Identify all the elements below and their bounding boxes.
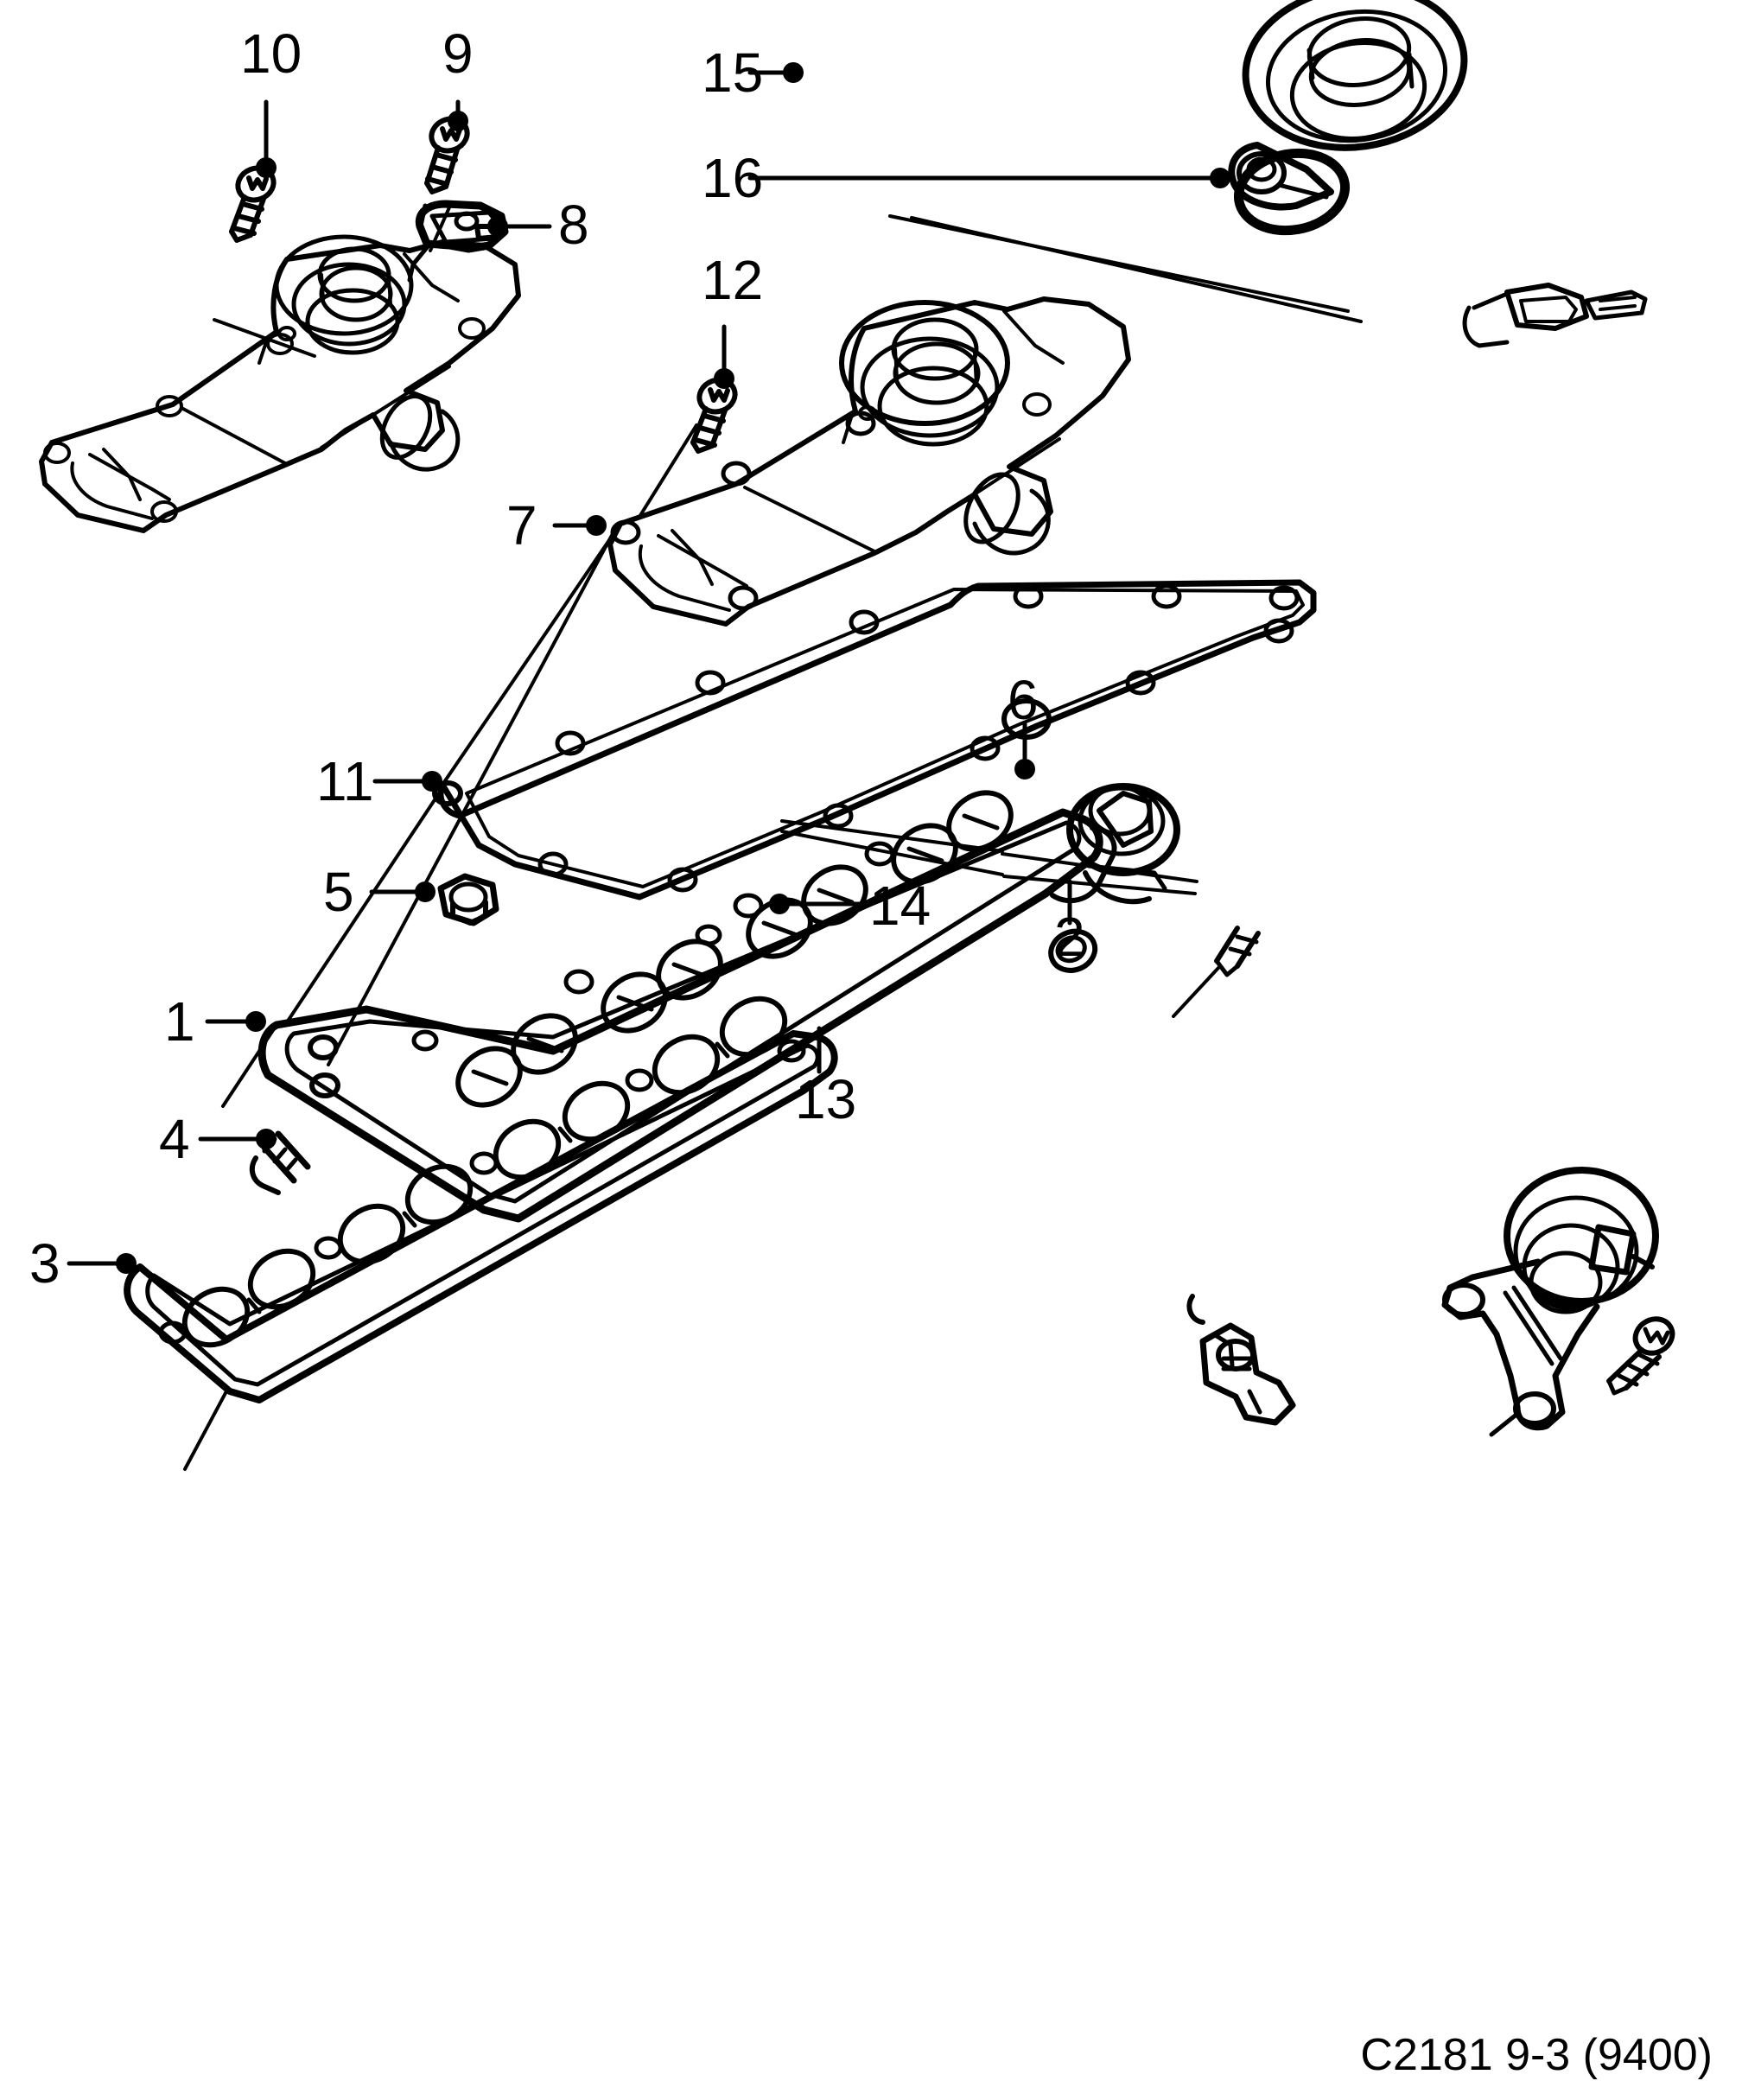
part-oring-16 <box>1233 148 1351 236</box>
callout-label-15: 15 <box>702 41 764 104</box>
callout-label-1: 1 <box>164 990 195 1053</box>
callout-label-11: 11 <box>316 750 374 812</box>
part-intake-manifold-left <box>39 234 521 533</box>
part-egr-bracket-6 <box>1441 1167 1659 1437</box>
callout-label-7: 7 <box>506 494 537 557</box>
leader-16 <box>747 168 1230 188</box>
part-hex-nut-5 <box>437 873 499 926</box>
callout-label-12: 12 <box>702 249 764 311</box>
callout-label-8: 8 <box>558 194 589 256</box>
callout-label-14: 14 <box>869 875 931 937</box>
part-egr-valve-15 <box>1228 0 1468 211</box>
part-gasket-plate-1 <box>257 783 1180 1223</box>
callout-label-5: 5 <box>323 861 354 923</box>
part-bolt-12 <box>690 377 738 454</box>
callout-label-3: 3 <box>29 1232 60 1295</box>
leader-3 <box>67 1253 137 1274</box>
callout-label-9: 9 <box>442 22 474 85</box>
callout-label-2: 2 <box>1054 906 1085 968</box>
part-bolt-2 <box>1606 1316 1675 1396</box>
part-bolt-10 <box>229 165 277 243</box>
part-stud-bolt-4 <box>249 1130 311 1195</box>
callout-label-10: 10 <box>240 22 302 85</box>
leader-15 <box>747 62 804 83</box>
callout-label-16: 16 <box>702 147 764 209</box>
callout-label-13: 13 <box>795 1068 857 1130</box>
part-mounting-bracket-13 <box>1186 1294 1296 1426</box>
callout-label-4: 4 <box>159 1108 190 1170</box>
leader-7 <box>552 515 607 536</box>
callout-label-6: 6 <box>1008 669 1039 731</box>
part-bolt-14 <box>1048 926 1261 1018</box>
part-manifold-gasket-11 <box>432 579 1317 900</box>
assembly-guide-lines <box>283 214 1363 1066</box>
leader-10 <box>213 99 316 358</box>
part-intake-manifold-7 <box>607 283 1648 627</box>
diagram-caption: C2181 9-3 (9400) <box>1360 2030 1713 2080</box>
part-bolt-9 <box>424 116 470 194</box>
leader-11 <box>372 771 442 792</box>
part-lower-gasket-3 <box>124 996 838 1471</box>
